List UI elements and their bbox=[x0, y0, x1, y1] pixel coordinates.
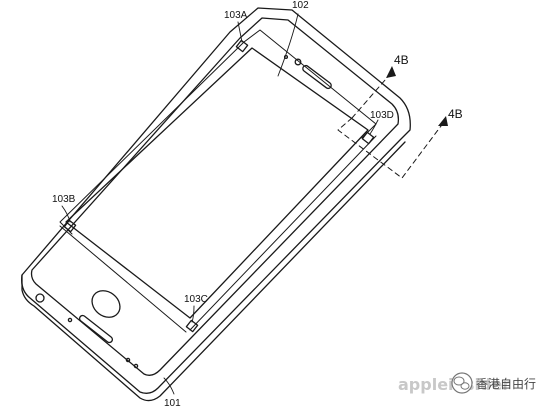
phone-side-edge bbox=[21, 141, 406, 402]
leader-103D bbox=[369, 119, 379, 135]
frame-rail bbox=[243, 29, 377, 139]
label-103C: 103C bbox=[184, 294, 208, 305]
label-103B: 103B bbox=[52, 194, 76, 205]
clip-103D bbox=[361, 131, 375, 145]
label-4B-right: 4B bbox=[448, 107, 463, 121]
label-101: 101 bbox=[164, 398, 181, 409]
wechat-logo-icon bbox=[451, 372, 473, 394]
leader-103B bbox=[61, 205, 71, 223]
screen-display bbox=[65, 47, 369, 319]
clip-103C bbox=[185, 319, 199, 333]
phone-outer-body bbox=[21, 7, 411, 394]
headphone-jack bbox=[35, 293, 45, 303]
arrow-4B-right bbox=[438, 116, 448, 126]
front-camera bbox=[294, 58, 302, 66]
clip-103B bbox=[63, 219, 77, 233]
earpiece-speaker bbox=[302, 64, 332, 90]
leader-101 bbox=[163, 377, 175, 395]
phone-bezel bbox=[30, 17, 400, 376]
lightning-port bbox=[78, 314, 114, 344]
section-line-4B bbox=[337, 117, 445, 179]
leader-102 bbox=[277, 13, 299, 77]
arrow-4B-top bbox=[386, 66, 396, 78]
label-103D: 103D bbox=[370, 110, 394, 121]
leader-103C bbox=[191, 305, 195, 323]
leader-103A bbox=[237, 21, 243, 43]
clip-103A bbox=[235, 39, 249, 53]
label-102: 102 bbox=[292, 0, 309, 11]
watermark-account-name: 香港自由行 bbox=[476, 377, 536, 391]
label-4B-top: 4B bbox=[394, 53, 409, 67]
label-103A: 103A bbox=[224, 10, 248, 21]
home-button bbox=[91, 290, 121, 318]
